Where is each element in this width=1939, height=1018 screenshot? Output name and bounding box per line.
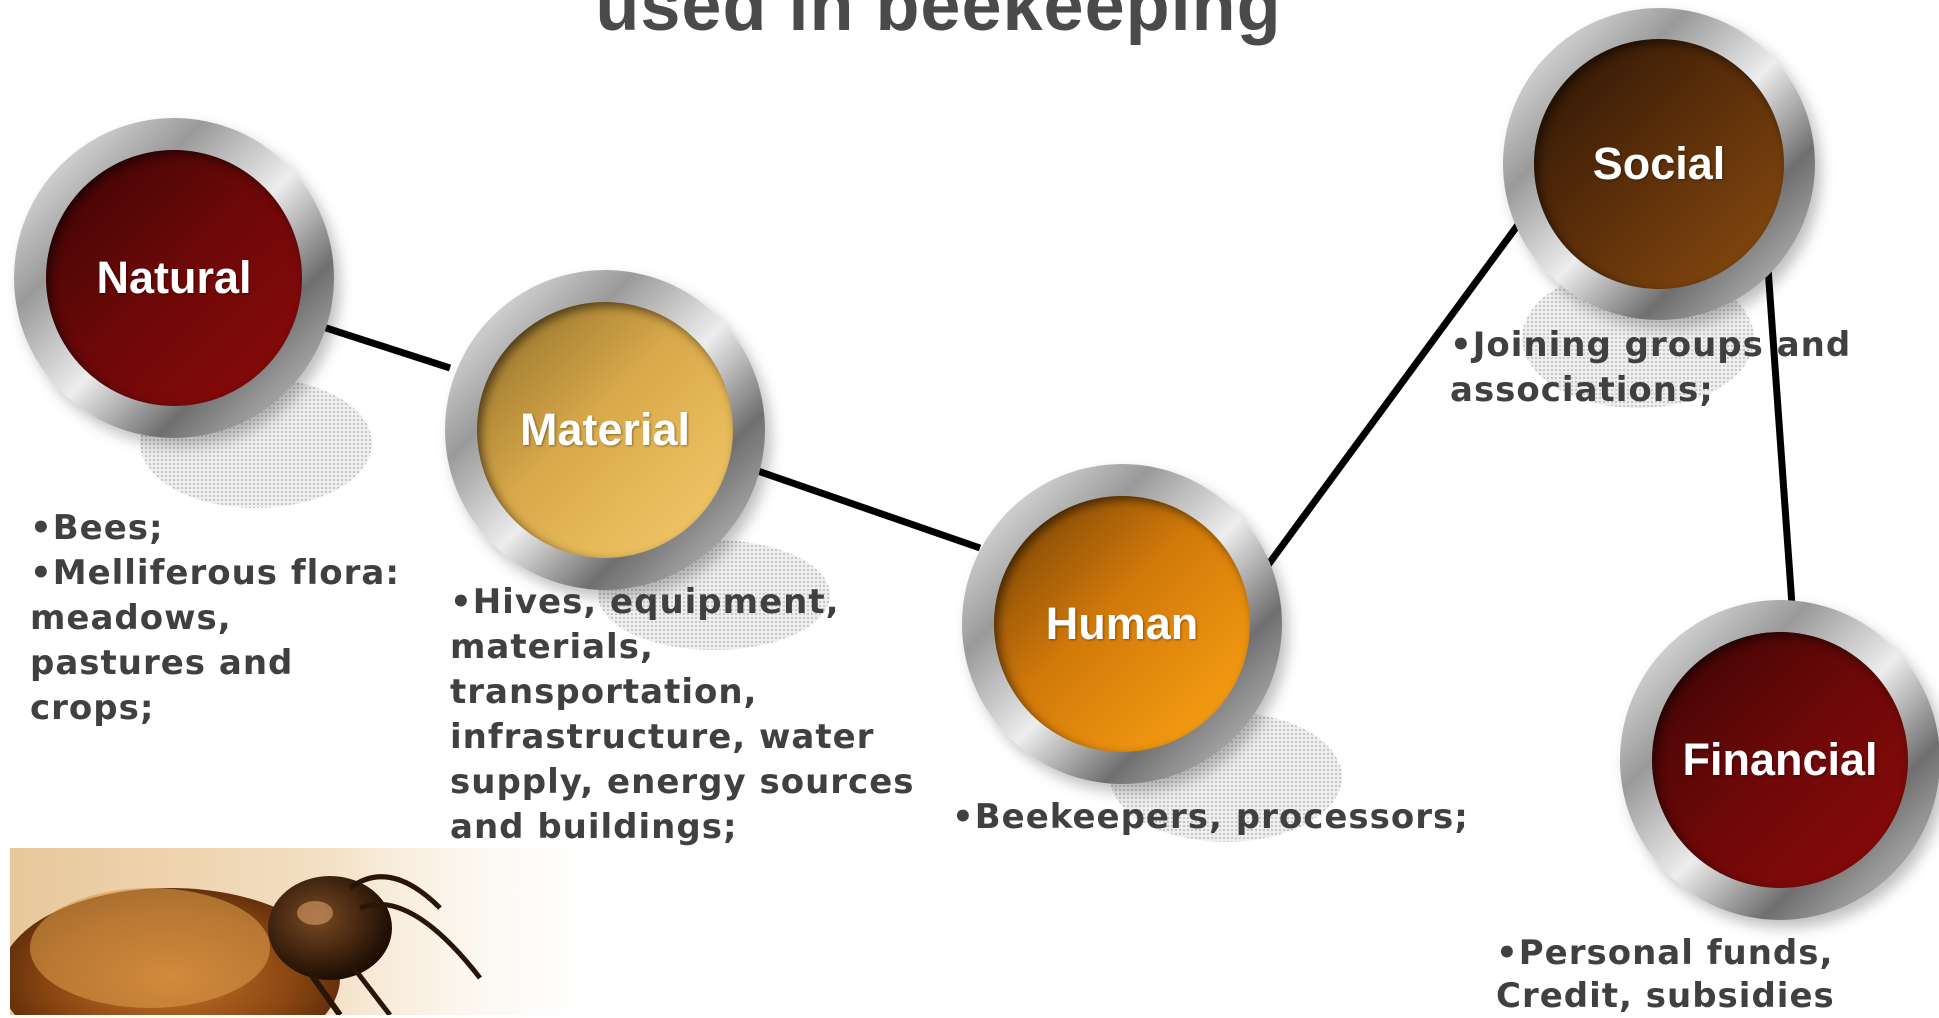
material-desc-line: supply, energy sources xyxy=(450,762,915,802)
human-circle: Human xyxy=(994,496,1250,752)
financial-node: Financial xyxy=(1620,600,1939,920)
financial-label: Financial xyxy=(1682,734,1878,785)
material-node: Material xyxy=(445,270,765,590)
natural-desc-line: meadows, xyxy=(30,598,232,638)
natural-desc-line: •Bees; xyxy=(30,508,164,548)
material-description: •Hives, equipment, materials, transporta… xyxy=(450,580,915,850)
natural-desc-line: •Melliferous flora: xyxy=(30,553,400,593)
social-circle: Social xyxy=(1534,39,1784,289)
connector-human-social xyxy=(1265,219,1523,568)
material-circle: Material xyxy=(477,302,733,558)
material-desc-line: •Hives, equipment, xyxy=(450,582,840,622)
natural-desc-line: pastures and xyxy=(30,643,294,683)
social-description: •Joining groups and associations; xyxy=(1450,323,1851,413)
natural-label: Natural xyxy=(96,252,252,303)
social-label: Social xyxy=(1592,138,1726,189)
natural-node: Natural xyxy=(14,118,334,438)
social-node: Social xyxy=(1503,8,1815,320)
financial-description: •Personal funds, Credit, subsidies xyxy=(1496,932,1835,1018)
natural-circle: Natural xyxy=(46,150,302,406)
natural-desc-line: crops; xyxy=(30,688,155,728)
social-desc-line: associations; xyxy=(1450,370,1714,410)
human-label: Human xyxy=(1045,598,1199,649)
page-title: used in beekeeping xyxy=(595,0,1282,46)
material-desc-line: infrastructure, water xyxy=(450,717,875,757)
human-node: Human xyxy=(962,464,1282,784)
material-desc-line: and buildings; xyxy=(450,807,738,847)
financial-desc-line: Credit, subsidies xyxy=(1496,976,1835,1016)
natural-description: •Bees; •Melliferous flora: meadows, past… xyxy=(30,506,400,731)
human-description: •Beekeepers, processors; xyxy=(952,795,1469,840)
financial-circle: Financial xyxy=(1652,632,1908,888)
material-desc-line: materials, xyxy=(450,627,654,667)
bee-photo xyxy=(10,848,630,1015)
material-desc-line: transportation, xyxy=(450,672,758,712)
social-desc-line: •Joining groups and xyxy=(1450,325,1852,365)
connector-social-financial xyxy=(1764,267,1796,606)
connector-natural-material xyxy=(318,322,452,372)
human-desc-line: •Beekeepers, processors; xyxy=(952,797,1469,837)
material-label: Material xyxy=(519,404,691,455)
financial-desc-line: •Personal funds, xyxy=(1496,933,1834,973)
connector-material-human xyxy=(753,466,982,552)
